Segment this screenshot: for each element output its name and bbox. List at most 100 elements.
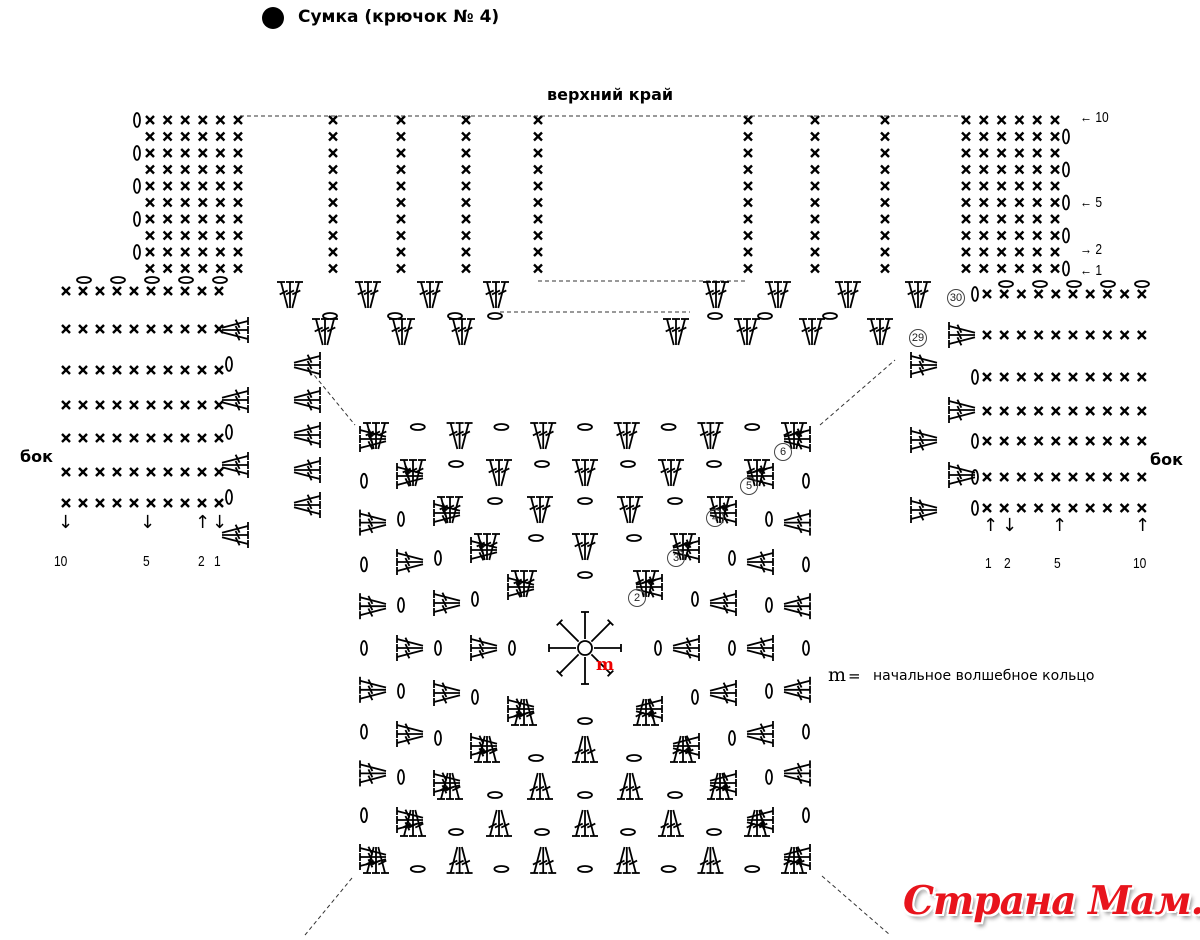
dc-cluster-symbol bbox=[572, 735, 598, 763]
chain-symbol bbox=[765, 683, 773, 699]
single-crochet-symbol bbox=[61, 433, 71, 443]
chain-symbol bbox=[620, 828, 636, 836]
single-crochet-symbol bbox=[214, 498, 224, 508]
single-crochet-symbol bbox=[810, 115, 820, 125]
chain-symbol bbox=[971, 500, 979, 516]
single-crochet-symbol bbox=[1050, 263, 1060, 274]
single-crochet-symbol bbox=[197, 467, 207, 477]
single-crochet-symbol bbox=[396, 164, 406, 175]
single-crochet-symbol bbox=[163, 400, 173, 410]
chain-symbol bbox=[360, 472, 368, 489]
single-crochet-symbol bbox=[197, 247, 208, 257]
single-crochet-symbol bbox=[215, 148, 226, 158]
single-crochet-symbol bbox=[996, 181, 1007, 191]
single-crochet-symbol bbox=[180, 230, 191, 241]
single-crochet-symbol bbox=[396, 263, 406, 274]
single-crochet-symbol bbox=[396, 214, 406, 224]
single-crochet-symbol bbox=[999, 289, 1010, 299]
single-crochet-symbol bbox=[461, 214, 471, 224]
chain-symbol bbox=[1062, 260, 1070, 277]
chain-symbol bbox=[802, 640, 810, 656]
single-crochet-symbol bbox=[1050, 148, 1060, 158]
single-crochet-symbol bbox=[146, 467, 156, 477]
single-crochet-symbol bbox=[197, 131, 208, 142]
dc-cluster-symbol bbox=[470, 537, 498, 563]
magic-ring-marker: m bbox=[596, 655, 614, 675]
row-number: 2 bbox=[198, 553, 205, 570]
single-crochet-symbol bbox=[743, 247, 753, 257]
single-crochet-symbol bbox=[978, 247, 989, 257]
single-crochet-symbol bbox=[996, 131, 1007, 142]
single-crochet-symbol bbox=[95, 365, 105, 375]
dc-cluster-symbol bbox=[948, 462, 976, 488]
center-dc-symbol bbox=[581, 611, 589, 639]
single-crochet-symbol bbox=[810, 181, 820, 191]
single-crochet-symbol bbox=[996, 247, 1007, 257]
dc-cluster-symbol bbox=[527, 772, 553, 800]
single-crochet-symbol bbox=[1119, 406, 1130, 416]
single-crochet-symbol bbox=[982, 436, 992, 446]
site-logo: Страна Мам.ру bbox=[903, 878, 1200, 924]
dc-cluster-symbol bbox=[359, 760, 387, 787]
chain-symbol bbox=[133, 145, 141, 161]
chain-symbol bbox=[397, 769, 405, 785]
single-crochet-symbol bbox=[1014, 247, 1025, 257]
single-crochet-symbol bbox=[1102, 406, 1113, 416]
single-crochet-symbol bbox=[1033, 472, 1044, 482]
chain-symbol bbox=[434, 730, 442, 746]
chain-symbol bbox=[225, 489, 233, 505]
single-crochet-symbol bbox=[396, 181, 406, 191]
single-crochet-symbol bbox=[1085, 472, 1096, 482]
single-crochet-symbol bbox=[743, 230, 753, 241]
dc-cluster-symbol bbox=[709, 770, 737, 796]
chain-symbol bbox=[667, 497, 683, 505]
dc-cluster-symbol bbox=[433, 500, 461, 526]
single-crochet-symbol bbox=[996, 197, 1007, 208]
single-crochet-symbol bbox=[999, 372, 1010, 382]
row-number: 10 bbox=[1133, 555, 1147, 572]
single-crochet-symbol bbox=[214, 400, 224, 410]
single-crochet-symbol bbox=[1033, 372, 1044, 382]
single-crochet-symbol bbox=[961, 181, 971, 191]
chain-symbol bbox=[397, 511, 405, 527]
arrow: ↓ bbox=[1002, 515, 1018, 536]
single-crochet-symbol bbox=[145, 197, 155, 208]
dc-cluster-symbol bbox=[293, 457, 321, 483]
single-crochet-symbol bbox=[1014, 197, 1025, 208]
chain-symbol bbox=[706, 828, 722, 836]
chain-symbol bbox=[212, 276, 228, 284]
single-crochet-symbol bbox=[810, 131, 820, 142]
single-crochet-symbol bbox=[1033, 289, 1044, 299]
chain-symbol bbox=[971, 469, 979, 485]
single-crochet-symbol bbox=[215, 131, 226, 142]
single-crochet-symbol bbox=[810, 197, 820, 208]
single-crochet-symbol bbox=[129, 324, 139, 334]
single-crochet-symbol bbox=[1119, 289, 1130, 299]
dc-cluster-symbol bbox=[221, 452, 249, 478]
single-crochet-symbol bbox=[197, 400, 207, 410]
chain-symbol bbox=[133, 211, 141, 227]
single-crochet-symbol bbox=[146, 433, 156, 443]
round-number-2: 2 bbox=[628, 589, 646, 607]
dc-cluster-symbol bbox=[527, 496, 553, 524]
dc-cluster-symbol bbox=[312, 318, 338, 346]
single-crochet-symbol bbox=[1050, 131, 1060, 142]
single-crochet-symbol bbox=[1085, 330, 1096, 340]
single-crochet-symbol bbox=[1102, 372, 1113, 382]
single-crochet-symbol bbox=[145, 247, 155, 257]
single-crochet-symbol bbox=[1032, 115, 1043, 125]
single-crochet-symbol bbox=[215, 164, 226, 175]
chain-symbol bbox=[620, 460, 636, 468]
chain-symbol bbox=[534, 460, 550, 468]
single-crochet-symbol bbox=[1016, 289, 1027, 299]
chain-symbol bbox=[409, 865, 426, 873]
round-number-5: 5 bbox=[740, 477, 758, 495]
single-crochet-symbol bbox=[1016, 436, 1027, 446]
single-crochet-symbol bbox=[982, 330, 992, 340]
dc-cluster-symbol bbox=[449, 318, 475, 346]
single-crochet-symbol bbox=[533, 115, 543, 125]
single-crochet-symbol bbox=[1136, 289, 1147, 299]
single-crochet-symbol bbox=[215, 197, 226, 208]
single-crochet-symbol bbox=[461, 115, 471, 125]
chain-symbol bbox=[765, 597, 773, 613]
